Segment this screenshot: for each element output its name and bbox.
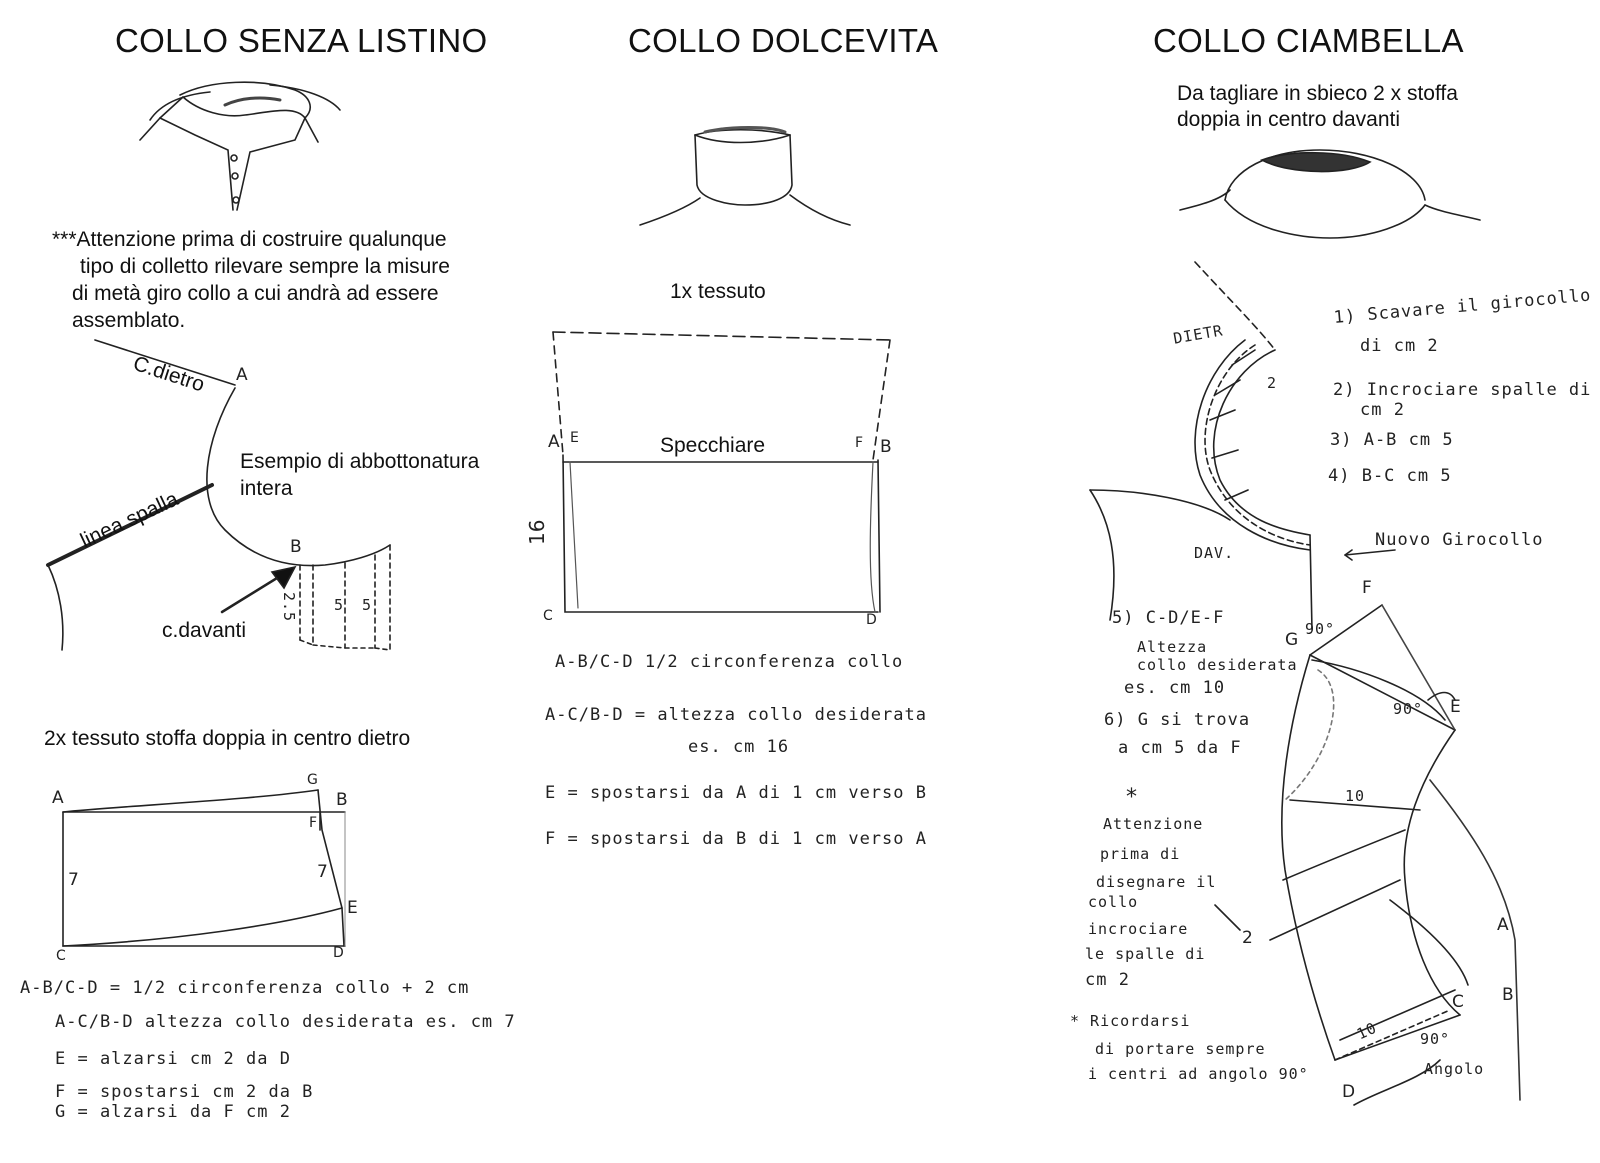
label-5b: 5 <box>362 596 373 614</box>
attenzione-4: collo <box>1088 893 1139 911</box>
middle-note-3: es. cm 16 <box>688 737 790 757</box>
warning-line-1: ***Attenzione prima di costruire qualunq… <box>52 228 447 251</box>
collar-point-a: A <box>1497 915 1509 935</box>
left-note-3: E = alzarsi cm 2 da D <box>55 1049 291 1069</box>
label-2-5: 2.5 <box>280 592 298 623</box>
rect-point-c: C <box>56 948 66 964</box>
ricordarsi-2: di portare sempre <box>1095 1040 1266 1058</box>
label-esempio-2: intera <box>240 477 293 500</box>
ciambella-sketch <box>1179 149 1481 239</box>
rect-left-height: 7 <box>68 870 79 890</box>
middle-note-1: A-B/C-D 1/2 circonferenza collo <box>555 652 904 672</box>
dolcevita-point-c: C <box>543 608 553 624</box>
label-c-davanti: c.davanti <box>162 619 247 642</box>
dolcevita-pattern <box>552 331 891 613</box>
left-note-1: A-B/C-D = 1/2 circonferenza collo + 2 cm <box>20 978 470 998</box>
collar-90-bottom: 90° <box>1420 1030 1451 1048</box>
dolcevita-height: 16 <box>525 519 549 545</box>
attenzione-6: le spalle di <box>1085 945 1206 963</box>
step-2b: cm 2 <box>1360 400 1405 420</box>
warning-line-3: di metà giro collo a cui andrà ad essere <box>72 282 439 305</box>
label-two: 2 <box>1267 374 1278 392</box>
step-5b: Altezza <box>1137 638 1208 656</box>
label-1x-tessuto: 1x tessuto <box>670 280 766 303</box>
rect-point-b: B <box>336 790 348 810</box>
attenzione-2: prima di <box>1100 845 1181 863</box>
step-2a: 2) Incrociare spalle di <box>1333 380 1592 400</box>
rect-point-f: F <box>309 815 318 831</box>
ciambella-construction <box>1089 261 1521 1106</box>
warning-line-4: assemblato. <box>72 309 186 332</box>
step-6a: 6) G si trova <box>1104 710 1251 730</box>
collar-label-2: 2 <box>1242 928 1253 948</box>
left-note-2: A-C/B-D altezza collo desiderata es. cm … <box>55 1012 516 1032</box>
senza-listino-pattern <box>62 789 346 947</box>
rect-right-height: 7 <box>317 862 328 882</box>
collar-point-e: E <box>1450 697 1461 717</box>
label-5a: 5 <box>334 596 345 614</box>
label-esempio-1: Esempio di abbottonatura <box>240 450 480 473</box>
dolcevita-point-a: A <box>548 432 560 452</box>
cut-note-2: doppia in centro davanti <box>1177 108 1400 131</box>
dolcevita-point-f: F <box>855 435 864 451</box>
collar-90-right: 90° <box>1393 700 1424 718</box>
label-specchiare: Specchiare <box>660 434 766 457</box>
collar-90-top: 90° <box>1305 620 1336 638</box>
dolcevita-point-d: D <box>866 612 877 628</box>
step-5c: collo desiderata <box>1137 656 1298 674</box>
attenzione-3: disegnare il <box>1096 873 1217 891</box>
dolcevita-point-e: E <box>570 430 579 446</box>
label-2x-tessuto: 2x tessuto stoffa doppia in centro dietr… <box>44 727 411 750</box>
rect-point-e: E <box>347 898 358 918</box>
step-4: 4) B-C cm 5 <box>1328 466 1452 486</box>
attenzione-1: Attenzione <box>1103 815 1204 833</box>
step-5d: es. cm 10 <box>1124 678 1226 698</box>
collar-point-d: D <box>1342 1082 1356 1102</box>
neckline-diagram <box>46 339 391 651</box>
label-point-a: A <box>236 365 248 385</box>
cut-note-1: Da tagliare in sbieco 2 x stoffa <box>1177 82 1458 105</box>
left-note-5: G = alzarsi da F cm 2 <box>55 1102 291 1122</box>
label-nuovo-girocollo: Nuovo Girocollo <box>1375 530 1544 550</box>
collar-point-b: B <box>1502 985 1514 1005</box>
label-point-b: B <box>290 537 302 557</box>
dolcevita-point-b: B <box>880 437 892 457</box>
step-1b: di cm 2 <box>1360 336 1439 356</box>
attenzione-5: incrociare <box>1088 920 1189 938</box>
rect-point-d: D <box>333 945 344 961</box>
middle-note-5: F = spostarsi da B di 1 cm verso A <box>545 829 927 849</box>
collar-point-c: C <box>1452 992 1464 1012</box>
label-dav: DAV. <box>1194 544 1235 562</box>
collar-point-f: F <box>1362 578 1372 598</box>
attenzione-7: cm 2 <box>1085 970 1130 990</box>
title-collo-dolcevita: COLLO DOLCEVITA <box>628 22 939 59</box>
collar-width-10: 10 <box>1345 787 1366 805</box>
title-collo-senza-listino: COLLO SENZA LISTINO <box>115 22 488 59</box>
step-6b: a cm 5 da F <box>1118 738 1242 758</box>
step-3: 3) A-B cm 5 <box>1330 430 1454 450</box>
attenzione-star: * <box>1126 785 1137 810</box>
shirt-collar-sketch <box>139 81 341 211</box>
ricordarsi-1: * Ricordarsi <box>1070 1012 1191 1030</box>
dolcevita-sketch <box>639 126 851 226</box>
title-collo-ciambella: COLLO CIAMBELLA <box>1153 22 1464 59</box>
rect-point-a: A <box>52 788 64 808</box>
warning-line-2: tipo di colletto rilevare sempre la misu… <box>80 255 450 278</box>
rect-point-g: G <box>307 772 318 788</box>
collar-point-g: G <box>1285 630 1299 650</box>
step-5a: 5) C-D/E-F <box>1112 608 1225 628</box>
left-note-4: F = spostarsi cm 2 da B <box>55 1082 314 1102</box>
collar-angolo: Angolo <box>1424 1060 1485 1078</box>
middle-note-2: A-C/B-D = altezza collo desiderata <box>545 705 927 725</box>
ricordarsi-3: i centri ad angolo 90° <box>1088 1065 1309 1083</box>
middle-note-4: E = spostarsi da A di 1 cm verso B <box>545 783 927 803</box>
